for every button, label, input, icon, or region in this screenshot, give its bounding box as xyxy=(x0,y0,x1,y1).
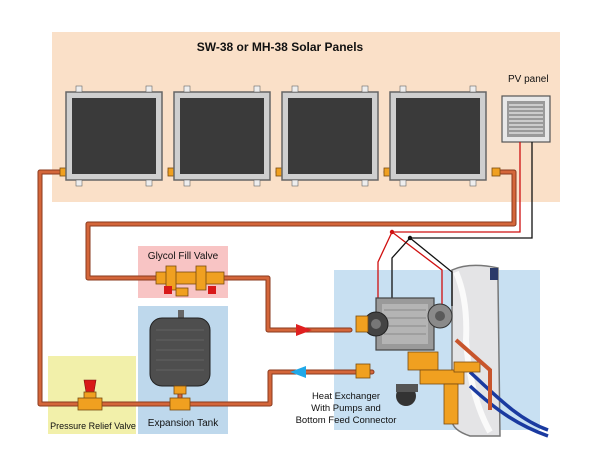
cold-flow-arrow xyxy=(290,366,306,378)
solar-panel-4 xyxy=(389,85,487,187)
pressure-relief-valve-label: Pressure Relief Valve xyxy=(50,421,136,431)
heat-exchanger-label-line-3: Bottom Feed Connector xyxy=(295,415,397,426)
pressure-relief-valve xyxy=(77,379,103,411)
heat-exchanger-label-line-2: With Pumps and xyxy=(311,403,381,414)
blue-hose-1 xyxy=(468,370,549,432)
solar-panel-3 xyxy=(281,85,379,187)
blue-hose-2 xyxy=(468,384,549,438)
pv-panel-label: PV panel xyxy=(508,74,549,85)
solar-panel-2 xyxy=(173,85,271,187)
hot-flow-arrow xyxy=(296,324,312,336)
expansion-tank xyxy=(149,310,211,411)
expansion-tank-label: Expansion Tank xyxy=(147,418,219,429)
heat-exchanger-label-line-1: Heat Exchanger xyxy=(311,391,381,402)
glycol-fill-valve-label: Glycol Fill Valve xyxy=(147,251,219,262)
solar-panel-1 xyxy=(65,85,163,187)
pv-panel xyxy=(501,95,551,143)
pv-wires xyxy=(377,142,533,308)
glycol-fill-valve xyxy=(155,265,225,297)
heat-exchanger xyxy=(355,297,492,425)
heat-exchanger-label: Heat Exchanger With Pumps and Bottom Fee… xyxy=(288,391,404,427)
pipe-loop xyxy=(37,169,517,407)
water-tank xyxy=(451,264,501,437)
diagram-title: SW-38 or MH-38 Solar Panels xyxy=(196,40,364,54)
